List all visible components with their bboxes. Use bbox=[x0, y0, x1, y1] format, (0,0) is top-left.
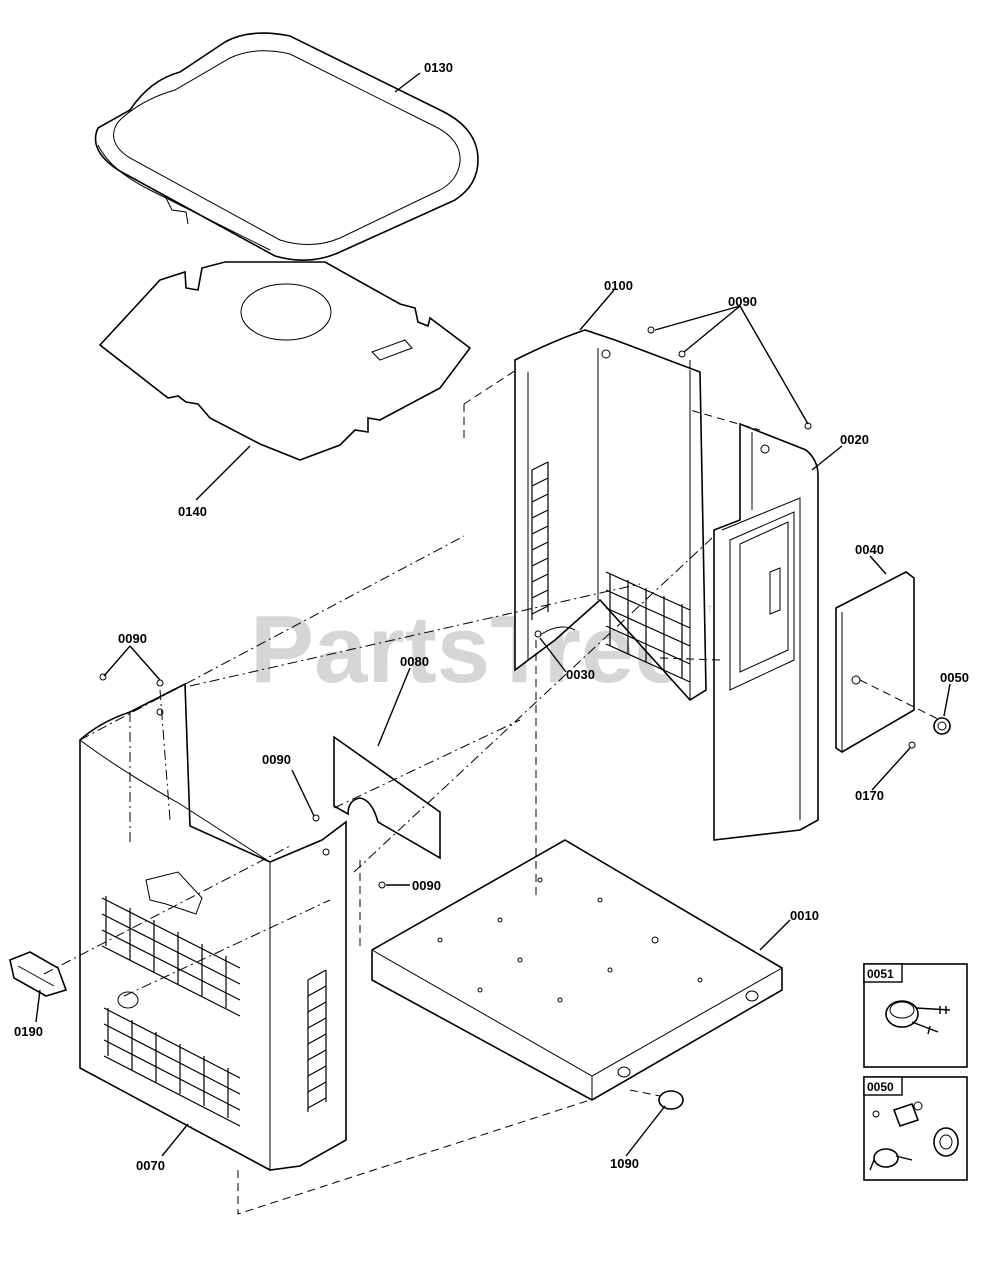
callout-1090[interactable]: 1090 bbox=[610, 1156, 639, 1171]
callout-0090-lower[interactable]: 0090 bbox=[412, 878, 441, 893]
vent-grid-0070-lower bbox=[103, 1007, 241, 1127]
callout-labels: 0130 0140 0100 0090 0020 0040 0050 0170 … bbox=[14, 60, 969, 1173]
lock-kit-icon bbox=[869, 1101, 959, 1171]
callout-0090-top[interactable]: 0090 bbox=[728, 294, 757, 309]
part-0080-baffle[interactable] bbox=[333, 735, 441, 860]
callout-0050[interactable]: 0050 bbox=[940, 670, 969, 685]
callout-0100[interactable]: 0100 bbox=[604, 278, 633, 293]
part-0140-top-gasket[interactable] bbox=[98, 261, 472, 461]
part-0010-base-plate[interactable] bbox=[371, 839, 783, 1101]
callout-0030[interactable]: 0030 bbox=[566, 667, 595, 682]
part-0020-front-frame[interactable] bbox=[713, 422, 819, 841]
callout-0190[interactable]: 0190 bbox=[14, 1024, 43, 1039]
callout-0040[interactable]: 0040 bbox=[855, 542, 884, 557]
base-holes bbox=[437, 877, 703, 1003]
callout-0070[interactable]: 0070 bbox=[136, 1158, 165, 1173]
part-0100-rear-panel[interactable] bbox=[514, 329, 707, 702]
vent-grid-0070-upper bbox=[101, 896, 241, 1017]
callout-0090-mid[interactable]: 0090 bbox=[262, 752, 291, 767]
callout-0130[interactable]: 0130 bbox=[424, 60, 453, 75]
inset-box-0051[interactable]: 0051 bbox=[863, 963, 968, 1068]
inset-box-0050[interactable]: 0050 bbox=[863, 1076, 968, 1181]
callout-0080[interactable]: 0080 bbox=[400, 654, 429, 669]
part-0050-lock[interactable] bbox=[933, 717, 951, 735]
key-lock-icon bbox=[885, 1000, 951, 1035]
part-0190-clip[interactable] bbox=[9, 951, 68, 997]
part-0130-top-lid[interactable] bbox=[94, 32, 479, 261]
inset-label-0050: 0050 bbox=[867, 1080, 894, 1094]
callout-0090-left[interactable]: 0090 bbox=[118, 631, 147, 646]
assembly-lines bbox=[43, 360, 941, 1215]
louver-vertical-0100 bbox=[531, 461, 549, 620]
part-0040-access-door[interactable] bbox=[835, 571, 915, 753]
callout-0170[interactable]: 0170 bbox=[855, 788, 884, 803]
part-0070-main-housing[interactable] bbox=[79, 682, 347, 1171]
callout-0010[interactable]: 0010 bbox=[790, 908, 819, 923]
louver-vertical-0070 bbox=[307, 969, 327, 1112]
leader-lines bbox=[35, 72, 951, 1157]
callout-0020[interactable]: 0020 bbox=[840, 432, 869, 447]
part-1090-plug[interactable] bbox=[658, 1090, 684, 1110]
inset-label-0051: 0051 bbox=[867, 967, 894, 981]
callout-0140[interactable]: 0140 bbox=[178, 504, 207, 519]
